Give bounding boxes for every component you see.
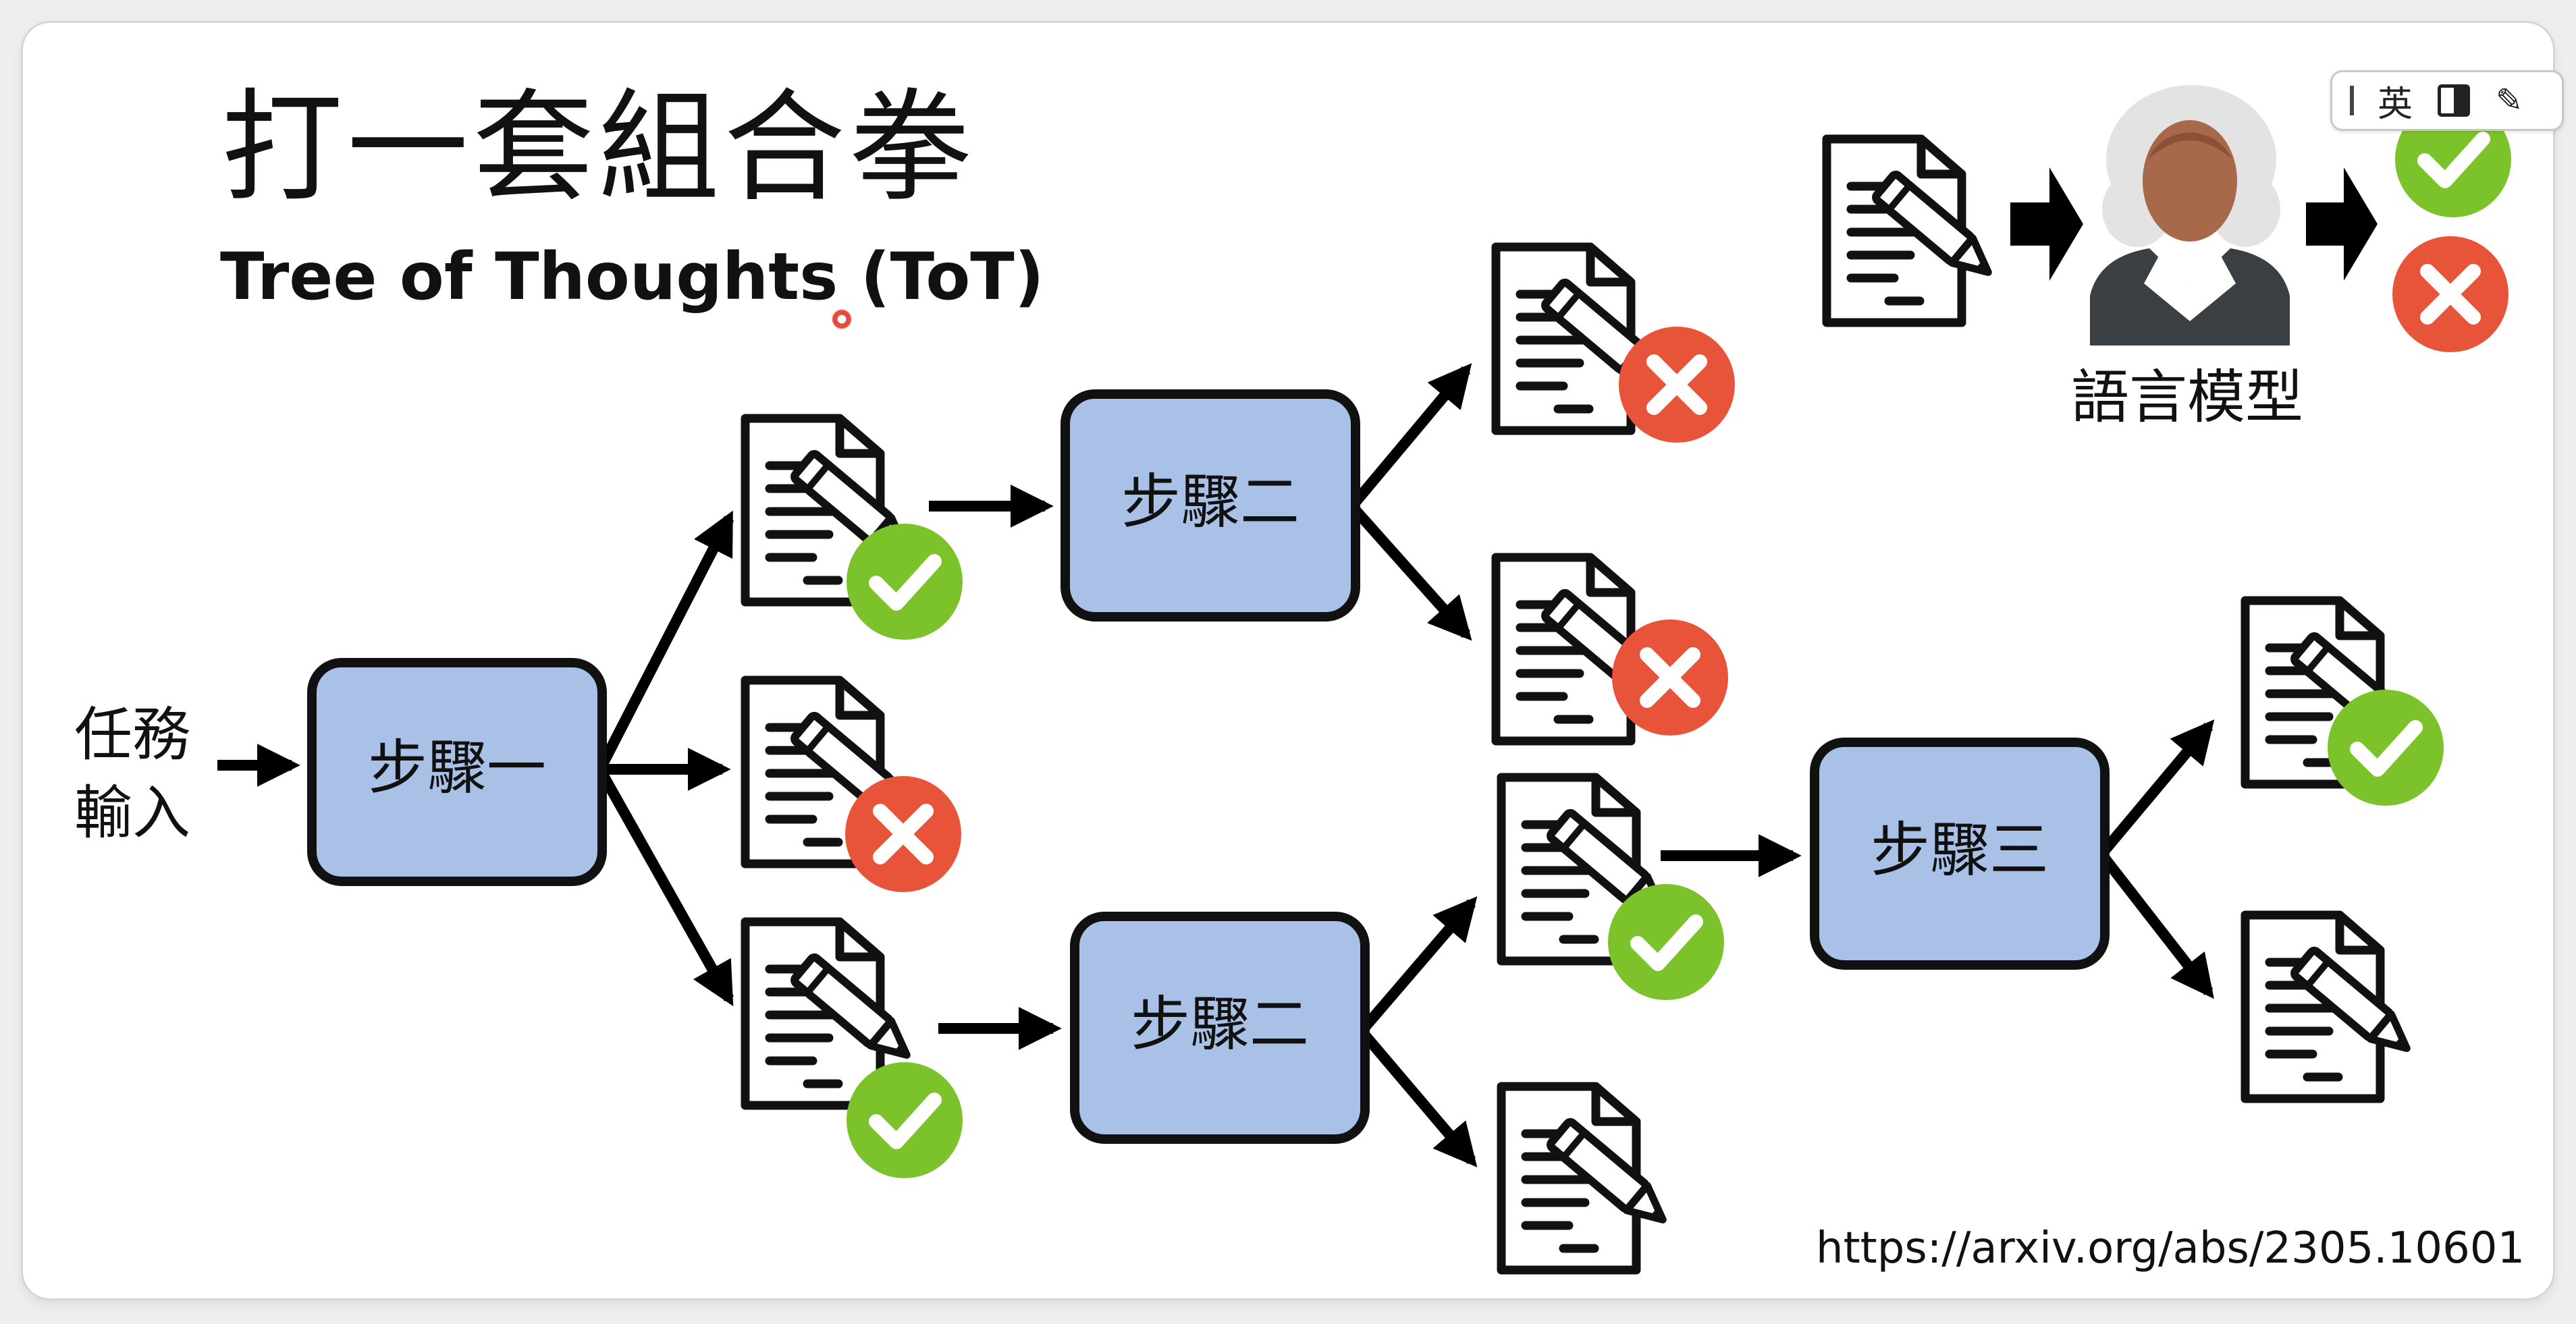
check-icon — [847, 1062, 963, 1178]
check-icon — [2328, 690, 2444, 806]
judge-icon — [2090, 85, 2290, 346]
step2-box-bottom: 步驟二 — [1070, 912, 1370, 1144]
ime-toolbar: 英 ✎ — [2330, 70, 2564, 131]
pointer-cursor-icon — [832, 309, 852, 329]
ime-tool-icon[interactable]: ✎ — [2495, 82, 2523, 119]
check-icon — [847, 524, 963, 640]
cross-icon — [1612, 619, 1728, 736]
cross-icon — [1619, 327, 1735, 443]
arrow-icon — [2010, 167, 2083, 281]
step3-label: 步驟三 — [1871, 815, 2049, 885]
step2-label-top: 步驟二 — [1121, 467, 1299, 536]
arrow-step2-to-doc-d — [1351, 363, 1472, 506]
cross-icon — [2392, 236, 2508, 352]
arrow-step1-to-doc-a — [597, 510, 734, 768]
page-title: 打一套組合拳 — [221, 78, 975, 219]
half-width-toggle-icon[interactable] — [2438, 84, 2470, 117]
language-toggle-button[interactable]: 英 — [2377, 84, 2413, 125]
evaluator-legend: 語言模型 — [1827, 85, 2511, 431]
arrow-step2b-to-doc-f — [1360, 896, 1478, 1031]
toolbar-drag-handle[interactable] — [2350, 86, 2354, 115]
evaluator-label: 語言模型 — [2071, 364, 2303, 431]
arrow-step2b-to-doc-g — [1360, 1031, 1478, 1167]
arrow-step2-to-doc-e — [1351, 506, 1472, 641]
input-label-line1: 任務 — [74, 701, 190, 769]
check-icon — [1608, 884, 1724, 1000]
step3-box: 步驟三 — [1810, 738, 2110, 970]
arrows — [217, 363, 2215, 1167]
step2-box-top: 步驟二 — [1061, 389, 1360, 622]
document-pencil-icon — [2245, 915, 2417, 1099]
step1-box: 步驟一 — [307, 658, 607, 886]
document-pencil-icon — [1827, 139, 1999, 323]
step2-label-bottom: 步驟二 — [1131, 989, 1309, 1059]
arrow-icon — [2306, 167, 2378, 281]
step1-label: 步驟一 — [368, 733, 546, 802]
arrow-step3-to-doc-i — [2100, 855, 2214, 999]
input-label-line2: 輸入 — [74, 779, 190, 847]
arrow-step3-to-doc-h — [2100, 719, 2215, 854]
document-pencil-icon — [1501, 1086, 1673, 1270]
source-url: https://arxiv.org/abs/2305.10601 — [1816, 1223, 2525, 1273]
page-subtitle: Tree of Thoughts (ToT) — [220, 239, 1044, 314]
arrow-step1-to-doc-c — [597, 771, 734, 1007]
cross-icon — [845, 776, 961, 892]
